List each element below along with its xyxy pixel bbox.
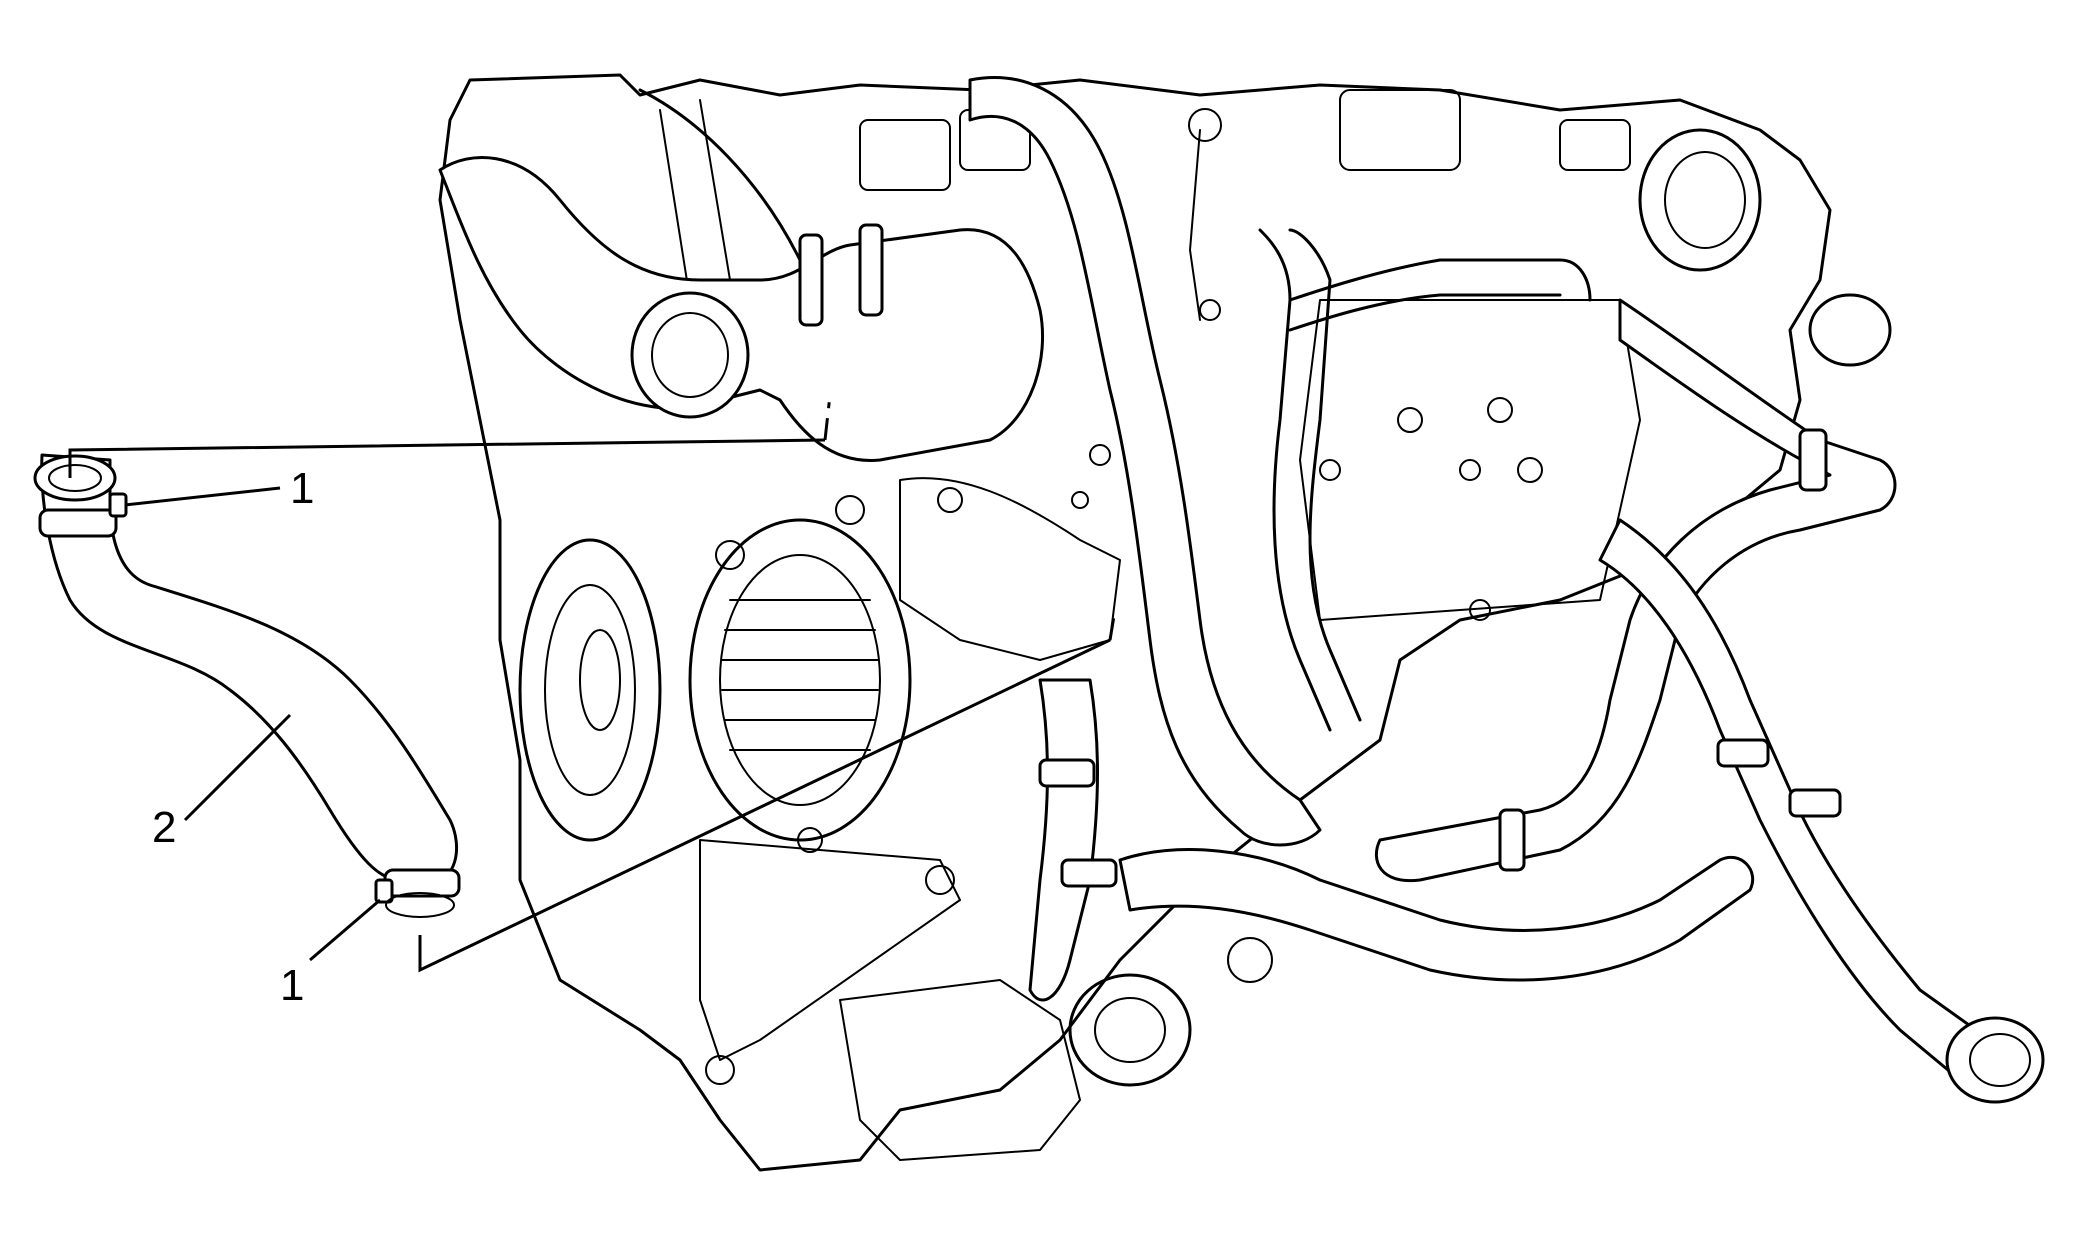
callouts: 1 2 1: [124, 464, 381, 1010]
callout-1-bottom: 1: [280, 961, 304, 1010]
leader-line-2: [183, 713, 292, 822]
callout-1-top: 1: [290, 464, 314, 513]
callout-2: 2: [152, 803, 176, 852]
leader-line-1-bottom: [309, 898, 381, 962]
radiator-hose: [33, 453, 461, 918]
engine-hoses: [438, 76, 2045, 1104]
locator-lines: [68, 394, 1117, 973]
leader-line-1-top: [124, 486, 281, 507]
